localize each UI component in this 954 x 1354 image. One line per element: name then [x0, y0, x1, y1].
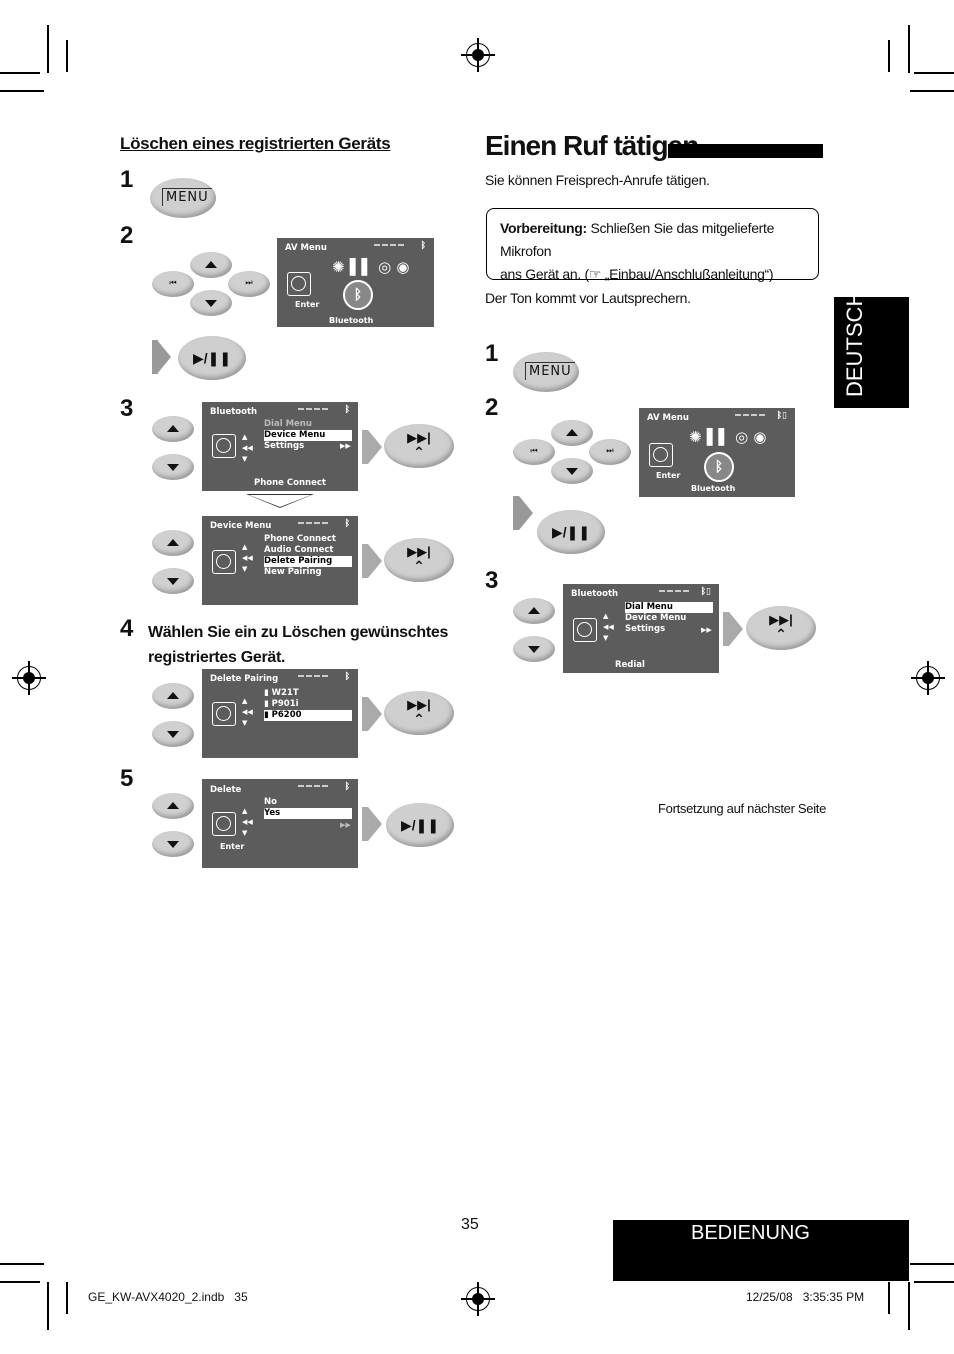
- language-tab: DEUTSCH: [834, 291, 909, 408]
- step-number: 1: [120, 166, 134, 193]
- next-button: ⏭: [589, 439, 631, 465]
- delete-screen: Delete ᛒ Enter ▲◀◀▼ No Yes ▶▶: [202, 779, 358, 868]
- bluetooth-menu-screen: Bluetooth ᛒ ▲◀◀▼ Dial Menu Device Menu S…: [202, 402, 358, 491]
- play-pause-button: ▶/❚❚: [178, 336, 246, 380]
- up-button: [152, 683, 194, 709]
- up-button: [152, 530, 194, 556]
- crop-mark: [908, 25, 910, 73]
- step-number: 5: [120, 765, 134, 792]
- crop-mark: [47, 25, 49, 73]
- section-heading: Löschen eines registrierten Geräts: [120, 134, 391, 153]
- crop-mark: [914, 72, 954, 74]
- page-title: Einen Ruf tätigen: [485, 130, 699, 161]
- up-button: [551, 420, 593, 446]
- next-button: ▶▶|⌃: [384, 691, 454, 735]
- step-number: 2: [485, 394, 499, 421]
- crop-mark: [0, 1263, 44, 1265]
- crop-mark: [908, 1282, 910, 1330]
- step-number: 1: [485, 340, 499, 367]
- down-button: [152, 454, 194, 480]
- prev-button: ⏮: [513, 439, 555, 465]
- up-button: [152, 793, 194, 819]
- registration-mark-icon: [12, 661, 46, 695]
- down-button: [152, 831, 194, 857]
- registration-mark-icon: [461, 38, 495, 72]
- up-button: [513, 598, 555, 624]
- footer-left: GE_KW-AVX4020_2.indb 35: [88, 1290, 248, 1304]
- menu-button: MENU: [150, 178, 216, 218]
- down-button: [513, 636, 555, 662]
- step-number: 2: [120, 222, 134, 249]
- delete-pairing-screen: Delete Pairing ᛒ ▲◀◀▼ ▮ W21T ▮ P901i ▮ P…: [202, 669, 358, 758]
- next-button: ▶▶|⌃: [384, 424, 454, 468]
- crop-mark: [910, 1263, 954, 1265]
- step4-text: Wählen Sie ein zu Löschen gewünschtes re…: [148, 624, 449, 666]
- av-menu-screen: AV Menu ᛒ Enter ✺ ▌▌ ◎ ◉ ᛒ Bluetooth: [277, 238, 434, 327]
- crop-mark: [910, 90, 954, 92]
- step-number: 3: [120, 395, 134, 422]
- down-button: [152, 568, 194, 594]
- step-number: 3: [485, 567, 499, 594]
- play-pause-button: ▶/❚❚: [386, 803, 454, 847]
- step-number: 4: [120, 615, 134, 642]
- prev-button: ⏮: [152, 271, 194, 297]
- crop-mark: [914, 1281, 954, 1283]
- play-pause-button: ▶/❚❚: [537, 510, 605, 554]
- next-button: ▶▶|⌃: [746, 606, 816, 650]
- next-button: ▶▶|⌃: [384, 538, 454, 582]
- crop-mark: [0, 72, 40, 74]
- page-number: 35: [461, 1216, 479, 1233]
- down-button: [190, 290, 232, 316]
- crop-mark: [66, 40, 68, 72]
- av-menu-screen: AV Menu ᛒ▯ Enter ✺ ▌▌ ◎ ◉ ᛒ Bluetooth: [639, 408, 795, 497]
- down-button: [551, 458, 593, 484]
- footer-right: 12/25/08 3:35:35 PM: [746, 1290, 865, 1304]
- preparation-box: Vorbereitung: Schließen Sie das mitgelie…: [486, 208, 819, 282]
- crop-mark: [888, 40, 890, 72]
- crop-mark: [0, 1281, 40, 1283]
- crop-mark: [888, 1282, 890, 1314]
- section-tab: BEDIENUNG: [613, 1220, 909, 1281]
- speaker-note: Der Ton kommt vor Lautsprechern.: [485, 290, 691, 306]
- crop-mark: [0, 90, 44, 92]
- title-bar: [668, 144, 823, 158]
- up-button: [152, 416, 194, 442]
- registration-mark-icon: [461, 1282, 495, 1316]
- crop-mark: [66, 1282, 68, 1314]
- registration-mark-icon: [911, 661, 945, 695]
- intro-text: Sie können Freisprech-Anrufe tätigen.: [485, 172, 710, 188]
- menu-button: MENU: [513, 352, 579, 392]
- crop-mark: [47, 1282, 49, 1330]
- next-button: ⏭: [228, 271, 270, 297]
- bluetooth-menu-screen: Bluetooth ᛒ▯ ▲◀◀▼ Dial Menu Device Menu …: [563, 584, 719, 673]
- device-menu-screen: Device Menu ᛒ ▲◀◀▼ Phone Connect Audio C…: [202, 516, 358, 605]
- continued-note: Fortsetzung auf nächster Seite: [658, 801, 827, 816]
- up-button: [190, 252, 232, 278]
- down-button: [152, 721, 194, 747]
